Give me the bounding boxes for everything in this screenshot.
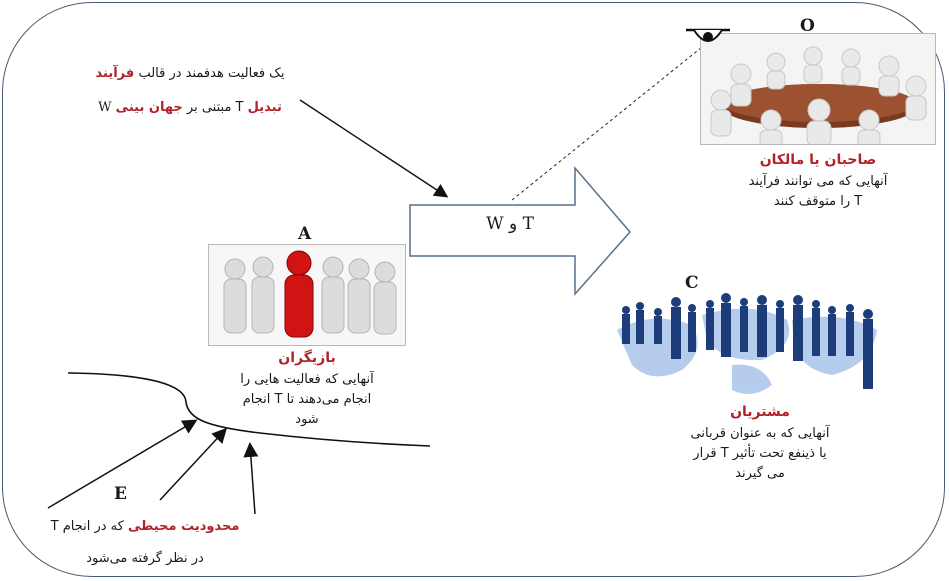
definition-line-1: یک فعالیت هدفمند در قالب فرآیند: [95, 66, 285, 81]
actors-title: بازیگران: [278, 350, 336, 366]
customers-title: مشتریان: [730, 404, 790, 420]
environment-boundary-curve: [67, 372, 431, 447]
customers-line-1: آنهایی که به عنوان قربانی: [690, 426, 830, 441]
environment-letter: E: [114, 484, 127, 504]
arrow-label: T و W: [486, 214, 534, 234]
eye-icon: [686, 28, 730, 42]
customers-letter: C: [685, 273, 699, 293]
world-map-people-image: [612, 290, 882, 402]
owners-letter: O: [800, 16, 815, 36]
environment-line-1: محدودیت محیطی که در انجام T: [50, 519, 240, 534]
meeting-table-image: [700, 33, 936, 145]
owner-dashed-line: [511, 42, 708, 201]
definition-pointer-arrow: [299, 99, 449, 198]
actors-letter: A: [298, 224, 312, 244]
actors-line-3: شود: [295, 412, 319, 427]
actors-line-2: انجام می‌دهند تا T انجام: [242, 392, 372, 407]
environment-arrow-2: [159, 427, 228, 501]
owners-line-1: آنهایی که می توانند فرآیند: [748, 174, 888, 189]
customers-line-3: می گیرند: [735, 466, 785, 481]
transformation-arrow: [409, 165, 631, 296]
owners-line-2: T را متوقف کنند: [773, 194, 863, 209]
definition-line-2: تبدیل T مبتنی بر جهان بینی W: [98, 100, 282, 115]
environment-line-2: در نظر گرفته می‌شود: [86, 551, 204, 566]
customers-line-2: یا ذینفع تحت تأثیر T قرار: [693, 446, 827, 461]
actors-line-1: آنهایی که فعالیت هایی را: [240, 372, 374, 387]
environment-arrow-3: [243, 442, 259, 515]
environment-arrow-1: [47, 419, 198, 509]
team-figures-image: [208, 244, 406, 346]
owners-title: صاحبان یا مالکان: [759, 152, 877, 168]
